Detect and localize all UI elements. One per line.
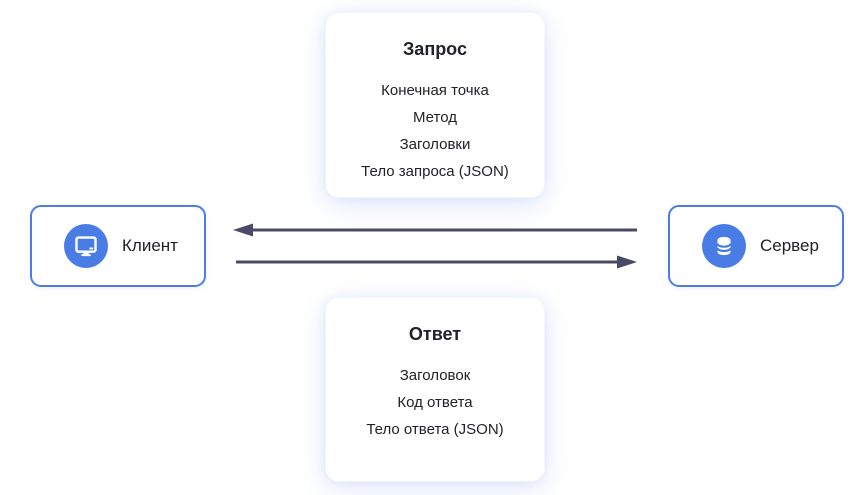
request-item-headers: Заголовки [399, 136, 471, 153]
client-node-label: Клиент [122, 236, 178, 255]
client-node: Клиент [30, 205, 206, 287]
request-item-endpoint: Конечная точка [381, 82, 489, 99]
response-card-items: Заголовок Код ответа Тело ответа (JSON) [326, 362, 544, 443]
arrow-server-to-client [233, 223, 637, 237]
server-node: Сервер [668, 205, 844, 287]
request-card-items: Конечная точка Метод Заголовки Тело запр… [326, 77, 544, 185]
request-item-body: Тело запроса (JSON) [361, 163, 509, 180]
response-item-body: Тело ответа (JSON) [366, 421, 504, 438]
response-card-title: Ответ [408, 324, 462, 344]
monitor-icon [64, 224, 108, 268]
response-item-header: Заголовок [399, 367, 471, 384]
database-icon [702, 224, 746, 268]
response-item-code: Код ответа [397, 394, 473, 411]
request-card-title: Запрос [403, 39, 467, 59]
response-card: Ответ Заголовок Код ответа Тело ответа (… [325, 297, 545, 482]
request-card: Запрос Конечная точка Метод Заголовки Те… [325, 12, 545, 198]
request-item-method: Метод [413, 109, 457, 126]
arrow-client-to-server [236, 255, 637, 269]
server-node-label: Сервер [760, 236, 819, 255]
